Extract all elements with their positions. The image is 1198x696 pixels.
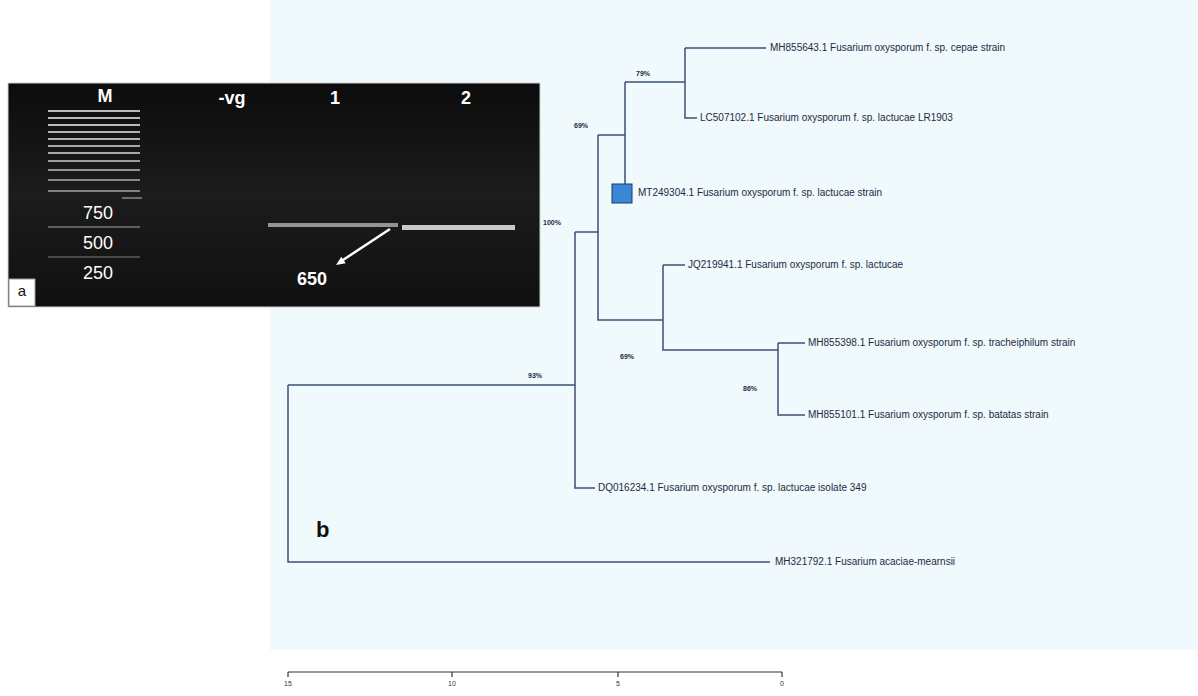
tree-branch	[288, 384, 575, 386]
bootstrap-value: 86%	[743, 385, 757, 393]
taxon-label: MH855643.1 Fusarium oxysporum f. sp. cep…	[770, 42, 1005, 54]
tree-branch	[778, 343, 805, 415]
ladder-bands	[48, 110, 142, 258]
ladder-band	[48, 138, 140, 140]
ladder-band	[122, 197, 142, 199]
sample-band	[402, 225, 515, 230]
bootstrap-value: 100%	[543, 219, 561, 227]
bootstrap-value: 69%	[620, 353, 634, 361]
taxon-label: JQ219941.1 Fusarium oxysporum f. sp. lac…	[688, 259, 903, 271]
scale-value: 15	[284, 680, 292, 688]
ladder-band	[48, 124, 140, 126]
lane-label: 2	[461, 87, 471, 109]
ladder-band	[48, 152, 140, 154]
tree-branch	[685, 48, 697, 118]
ladder-band	[48, 190, 140, 192]
ladder-band	[48, 131, 140, 133]
scale-value: 0	[780, 680, 784, 688]
tree-branch	[778, 342, 805, 344]
tree-branch	[663, 264, 685, 266]
bootstrap-value: 93%	[528, 372, 542, 380]
lane-label: -vg	[219, 87, 246, 109]
taxon-label: MT249304.1 Fusarium oxysporum f. sp. lac…	[638, 187, 882, 199]
tree-branch	[663, 265, 778, 350]
pointer-arrow	[343, 229, 390, 260]
tree-branch	[598, 135, 663, 320]
taxon-label: DQ016234.1 Fusarium oxysporum f. sp. lac…	[598, 482, 866, 494]
axis-line	[288, 671, 782, 672]
tree-branch	[575, 231, 598, 233]
axis-tick	[287, 672, 288, 677]
tree-branch	[625, 81, 685, 83]
band-size: 650	[297, 268, 327, 290]
ladder-band	[48, 145, 140, 147]
taxon-label: LC507102.1 Fusarium oxysporum f. sp. lac…	[700, 112, 953, 124]
axis-tick	[617, 672, 618, 677]
axis-tick	[451, 672, 452, 677]
size-marker: 500	[83, 232, 113, 254]
pointer-arrowhead	[336, 257, 346, 265]
ladder-band	[48, 169, 140, 171]
gel-image	[8, 83, 540, 307]
ladder-band	[48, 160, 140, 162]
size-marker: 250	[83, 262, 113, 284]
tree-branch	[575, 232, 595, 488]
tree-branch	[288, 385, 770, 562]
tree-branch	[598, 134, 625, 136]
ladder-band	[48, 110, 140, 112]
highlight-square	[612, 184, 632, 203]
panel-letter-box	[9, 279, 35, 306]
bootstrap-value: 79%	[636, 70, 650, 78]
ladder-band	[48, 179, 140, 181]
axis-tick	[781, 672, 782, 677]
bootstrap-value: 69%	[574, 122, 588, 130]
ladder-band	[48, 256, 140, 258]
tree-branch	[685, 47, 766, 49]
scale-value: 5	[616, 680, 620, 688]
panel-letter: a	[18, 282, 26, 300]
lane-label: 1	[330, 87, 340, 109]
taxon-label: MH321792.1 Fusarium acaciae-mearnsii	[775, 556, 955, 568]
ladder-band	[48, 226, 140, 228]
scale-value: 10	[448, 680, 456, 688]
taxon-label: MH855398.1 Fusarium oxysporum f. sp. tra…	[808, 337, 1075, 349]
tree-branch	[624, 82, 626, 184]
panel-letter: b	[316, 517, 329, 543]
lane-label: M	[98, 85, 113, 107]
size-marker: 750	[83, 202, 113, 224]
sample-band	[268, 223, 398, 227]
taxon-label: MH855101.1 Fusarium oxysporum f. sp. bat…	[808, 409, 1049, 421]
ladder-band	[48, 117, 140, 119]
scale-axis	[288, 672, 782, 677]
